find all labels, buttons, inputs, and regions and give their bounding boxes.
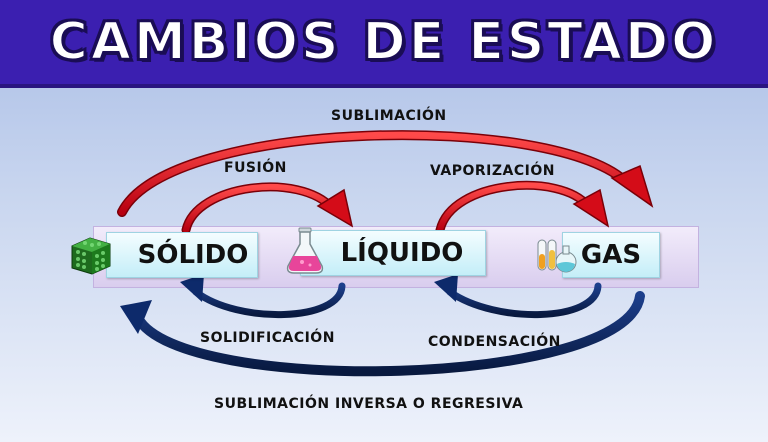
label-condensacion: CONDENSACIÓN: [428, 334, 561, 350]
state-liquid-label: LÍQUIDO: [340, 238, 464, 268]
test-tubes-icon: [537, 239, 577, 273]
label-sublimacion-inversa: SUBLIMACIÓN INVERSA O REGRESIVA: [214, 396, 524, 412]
state-gas: GAS: [562, 232, 660, 278]
label-fusion: FUSIÓN: [224, 160, 287, 176]
state-solid: SÓLIDO: [106, 232, 258, 278]
sublimacion-inversa-arrow: [120, 291, 645, 377]
sublimacion-arrow: [117, 130, 654, 217]
label-solidificacion: SOLIDIFICACIÓN: [200, 330, 335, 346]
state-liquid: LÍQUIDO: [300, 230, 486, 276]
solid-cubes-icon: [71, 237, 111, 275]
title-banner: [0, 0, 768, 88]
fusion-arrow: [181, 182, 354, 235]
flask-icon: [286, 227, 324, 274]
condensacion-arrow: [434, 274, 602, 318]
vaporizacion-arrow: [435, 180, 610, 235]
state-gas-label: GAS: [580, 240, 642, 270]
label-sublimacion: SUBLIMACIÓN: [331, 108, 447, 124]
state-solid-label: SÓLIDO: [137, 240, 249, 270]
label-vaporizacion: VAPORIZACIÓN: [430, 163, 555, 179]
solidificacion-arrow: [180, 274, 346, 318]
page-title: CAMBIOS DE ESTADO: [49, 11, 719, 73]
